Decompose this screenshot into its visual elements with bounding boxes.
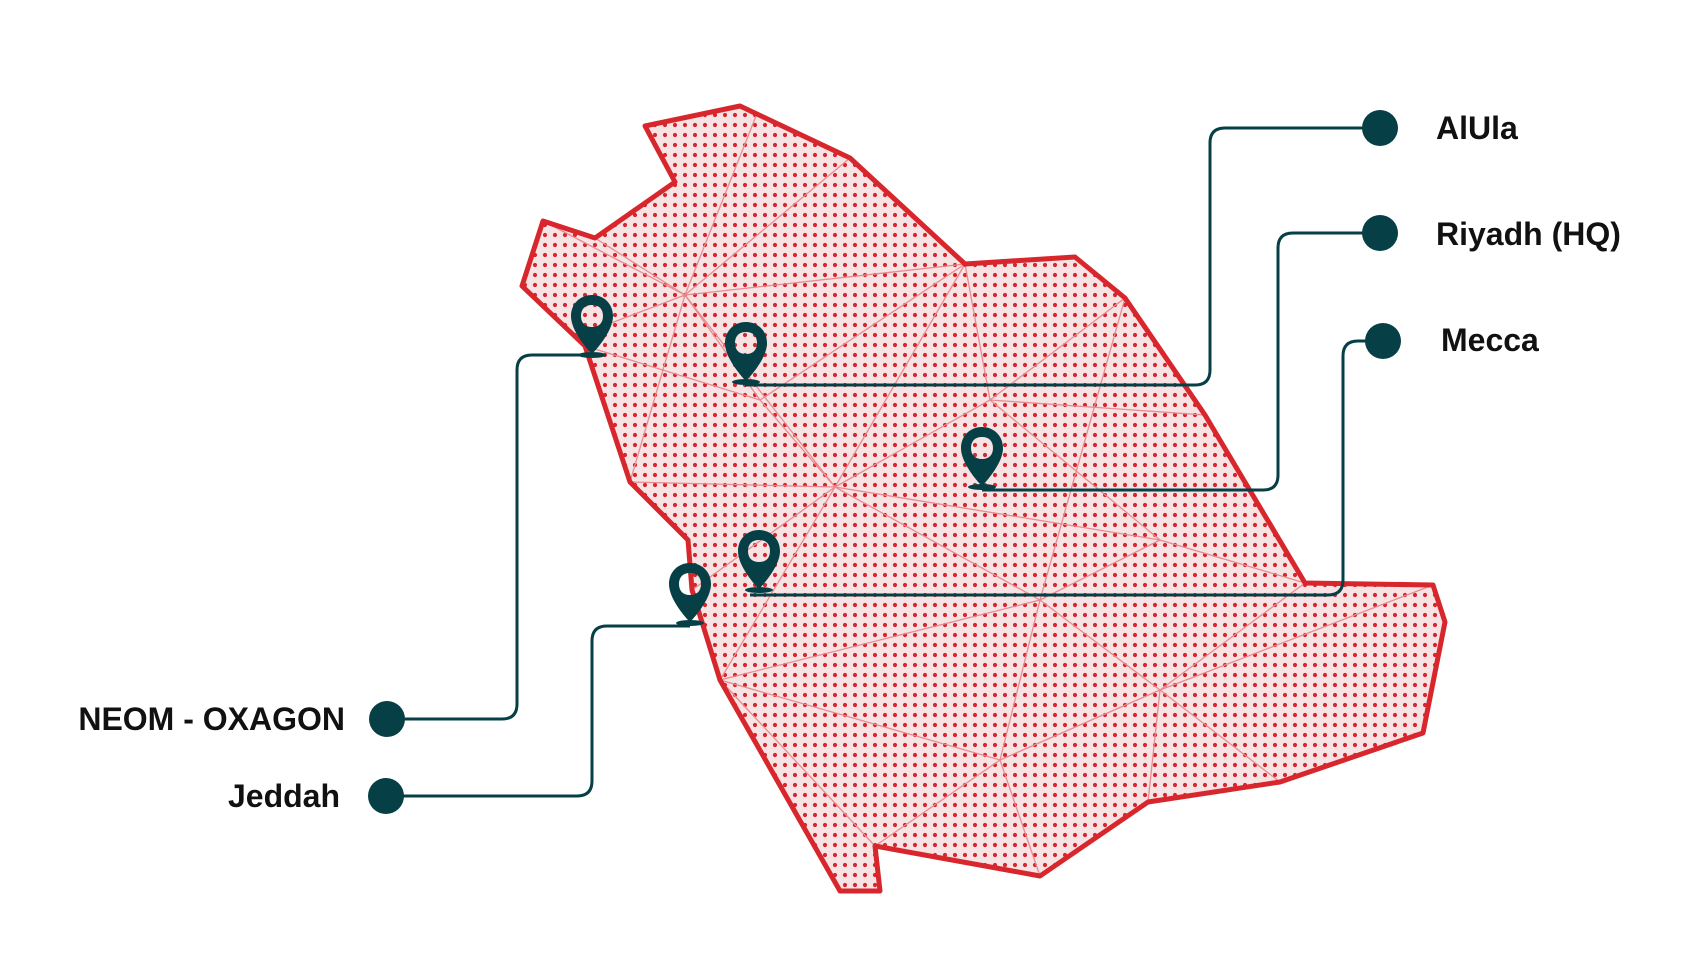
endpoint-dots bbox=[368, 110, 1401, 814]
map-pin-icon[interactable] bbox=[961, 427, 1003, 490]
dot-endpoint-icon bbox=[368, 778, 404, 814]
location-label-alula[interactable]: AlUla bbox=[1436, 110, 1518, 146]
leader-line-riyadh bbox=[982, 231, 1380, 492]
leader-line-mecca bbox=[750, 339, 1383, 597]
leader-line-jeddah bbox=[386, 624, 690, 798]
country-dot-pattern bbox=[522, 106, 1445, 891]
map-pin-icon[interactable] bbox=[725, 322, 767, 385]
location-pins bbox=[571, 295, 1003, 626]
dot-endpoint-icon bbox=[1365, 323, 1401, 359]
leader-line-alula bbox=[745, 126, 1380, 387]
leader-lines bbox=[386, 126, 1383, 798]
dot-endpoint-icon bbox=[1362, 110, 1398, 146]
location-label-jeddah[interactable]: Jeddah bbox=[228, 778, 340, 814]
location-labels: AlUla Riyadh (HQ) Mecca NEOM - OXAGON Je… bbox=[78, 110, 1621, 814]
map-pin-icon[interactable] bbox=[669, 563, 711, 626]
country-border bbox=[519, 103, 1448, 894]
leader-line-neom bbox=[387, 353, 590, 721]
dot-endpoint-icon bbox=[369, 701, 405, 737]
map-pin-icon[interactable] bbox=[738, 530, 780, 593]
location-label-riyadh[interactable]: Riyadh (HQ) bbox=[1436, 216, 1621, 252]
location-label-neom[interactable]: NEOM - OXAGON bbox=[78, 701, 345, 737]
location-label-mecca[interactable]: Mecca bbox=[1441, 322, 1539, 358]
map-pin-icon[interactable] bbox=[571, 295, 613, 358]
dot-endpoint-icon bbox=[1362, 215, 1398, 251]
country-mesh bbox=[539, 106, 1434, 877]
country-shape bbox=[519, 103, 1448, 894]
